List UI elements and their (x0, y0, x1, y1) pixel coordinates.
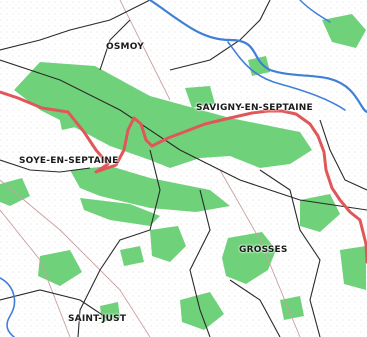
border-long-diagonal (0, 59, 367, 211)
border-north-west (0, 0, 151, 51)
border-grosses-east (259, 169, 321, 337)
forest-patch-south-strip (80, 198, 160, 226)
border-center (77, 149, 161, 337)
forest-patch-far-east (340, 246, 366, 290)
road-2 (0, 209, 71, 337)
forest-areas (0, 14, 366, 330)
forest-patch-center-south (150, 226, 186, 262)
forest-patch-savigny (185, 86, 215, 108)
border-soye-south (0, 159, 91, 173)
place-label-osmoy: OSMOY (106, 42, 144, 52)
place-label-grosses: GROSSES (239, 245, 288, 255)
forest-patch-main (14, 62, 312, 168)
river-southwest (0, 277, 16, 337)
place-label-savigny: SAVIGNY-EN-SEPTAINE (196, 103, 313, 113)
forest-patch-southwest (38, 250, 82, 286)
forest-patch-south-center (180, 292, 224, 330)
border-grosses-west (189, 189, 211, 337)
road-4 (219, 169, 301, 337)
forest-patch-small-2 (120, 246, 144, 266)
place-label-saint-just: SAINT-JUST (68, 314, 127, 324)
forest-patch-lower (70, 166, 230, 212)
forest-patch-east (300, 194, 340, 232)
border-east (319, 119, 367, 191)
route-line (0, 90, 367, 264)
river-branch (227, 41, 346, 111)
river-northeast (299, 0, 331, 23)
forest-patch-northeast (322, 14, 366, 48)
border-south-east (229, 279, 281, 337)
river-main (148, 0, 367, 114)
forest-patch-small-5 (58, 108, 80, 130)
forest-patch-small-3 (280, 296, 304, 320)
border-saint-just (0, 289, 111, 321)
place-label-soye: SOYE-EN-SEPTAINE (19, 156, 119, 166)
road-1 (0, 179, 151, 337)
border-north-center (99, 19, 131, 71)
